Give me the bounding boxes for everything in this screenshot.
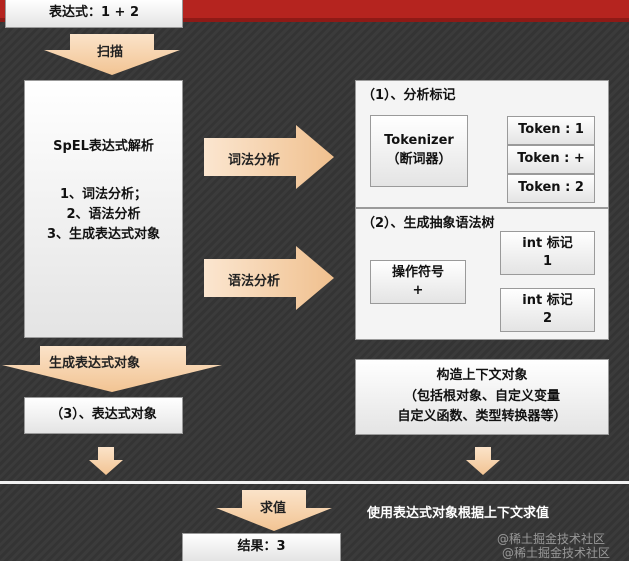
int-node-2: int 标记 2 <box>500 288 595 332</box>
spel-step-2: 2、语法分析 <box>66 207 141 223</box>
lexical-label: 词法分析 <box>228 153 281 168</box>
tokenizer-label: Tokenizer <box>384 133 454 149</box>
generate-arrow <box>2 346 222 392</box>
evaluate-arrow <box>216 490 332 531</box>
expression-object-box: （3）、表达式对象 <box>24 397 183 434</box>
lexical-arrow <box>204 125 334 189</box>
context-box: 构造上下文对象 （包括根对象、自定义变量 自定义函数、类型转换器等） <box>355 359 609 435</box>
token-box-1: Token : 1 <box>507 116 595 145</box>
context-title: 构造上下文对象 <box>436 367 528 383</box>
token-label-1: Token : 1 <box>518 122 584 138</box>
watermark-1: @稀土掘金技术社区 <box>497 532 606 546</box>
int-node-1-value: 1 <box>542 254 553 269</box>
operator-symbol: + <box>412 283 424 298</box>
expression-input-text: 表达式：1 + 2 <box>48 5 140 21</box>
right-down-arrow <box>466 447 500 475</box>
token-label-3: Token : 2 <box>518 180 584 196</box>
context-detail-2: 自定义函数、类型转换器等） <box>397 409 567 425</box>
spel-parse-title: SpEL表达式解析 <box>53 139 154 154</box>
evaluate-label: 求值 <box>260 501 287 516</box>
scan-arrow <box>44 34 180 75</box>
spel-parse-box: SpEL表达式解析 1、词法分析； 2、语法分析 3、生成表达式对象 <box>24 80 183 338</box>
token-label-2: Token : + <box>517 151 585 167</box>
tokenize-panel-title: （1）、分析标记 <box>362 88 456 103</box>
operator-label: 操作符号 <box>391 264 444 280</box>
token-box-2: Token : + <box>507 145 595 174</box>
syntax-label: 语法分析 <box>228 274 281 289</box>
evaluate-description: 使用表达式对象根据上下文求值 <box>367 506 550 521</box>
spel-step-1: 1、词法分析； <box>59 187 148 203</box>
token-box-3: Token : 2 <box>507 174 595 203</box>
int-node-1-label: int 标记 <box>522 235 573 251</box>
syntax-arrow <box>204 246 334 310</box>
left-down-arrow <box>89 447 123 475</box>
tokenizer-sublabel: （断词器） <box>386 152 452 167</box>
result-box: 结果：3 <box>182 533 341 561</box>
ast-panel-title: （2）、生成抽象语法树 <box>362 216 495 231</box>
int-node-2-label: int 标记 <box>522 292 573 308</box>
spel-step-3: 3、生成表达式对象 <box>46 227 161 243</box>
int-node-2-value: 2 <box>542 311 553 326</box>
context-detail-1: （包括根对象、自定义变量 <box>403 388 560 404</box>
scan-label: 扫描 <box>97 45 124 60</box>
watermark-2: @稀土掘金技术社区 <box>502 546 611 560</box>
tokenizer-box: Tokenizer （断词器） <box>370 115 468 187</box>
expression-input-box: 表达式：1 + 2 <box>5 0 183 28</box>
divider-line <box>0 481 629 484</box>
int-node-1: int 标记 1 <box>500 231 595 275</box>
generate-label: 生成表达式对象 <box>49 356 141 371</box>
result-label: 结果：3 <box>237 539 286 555</box>
operator-box: 操作符号 + <box>370 260 466 304</box>
expression-object-label: （3）、表达式对象 <box>50 407 157 423</box>
